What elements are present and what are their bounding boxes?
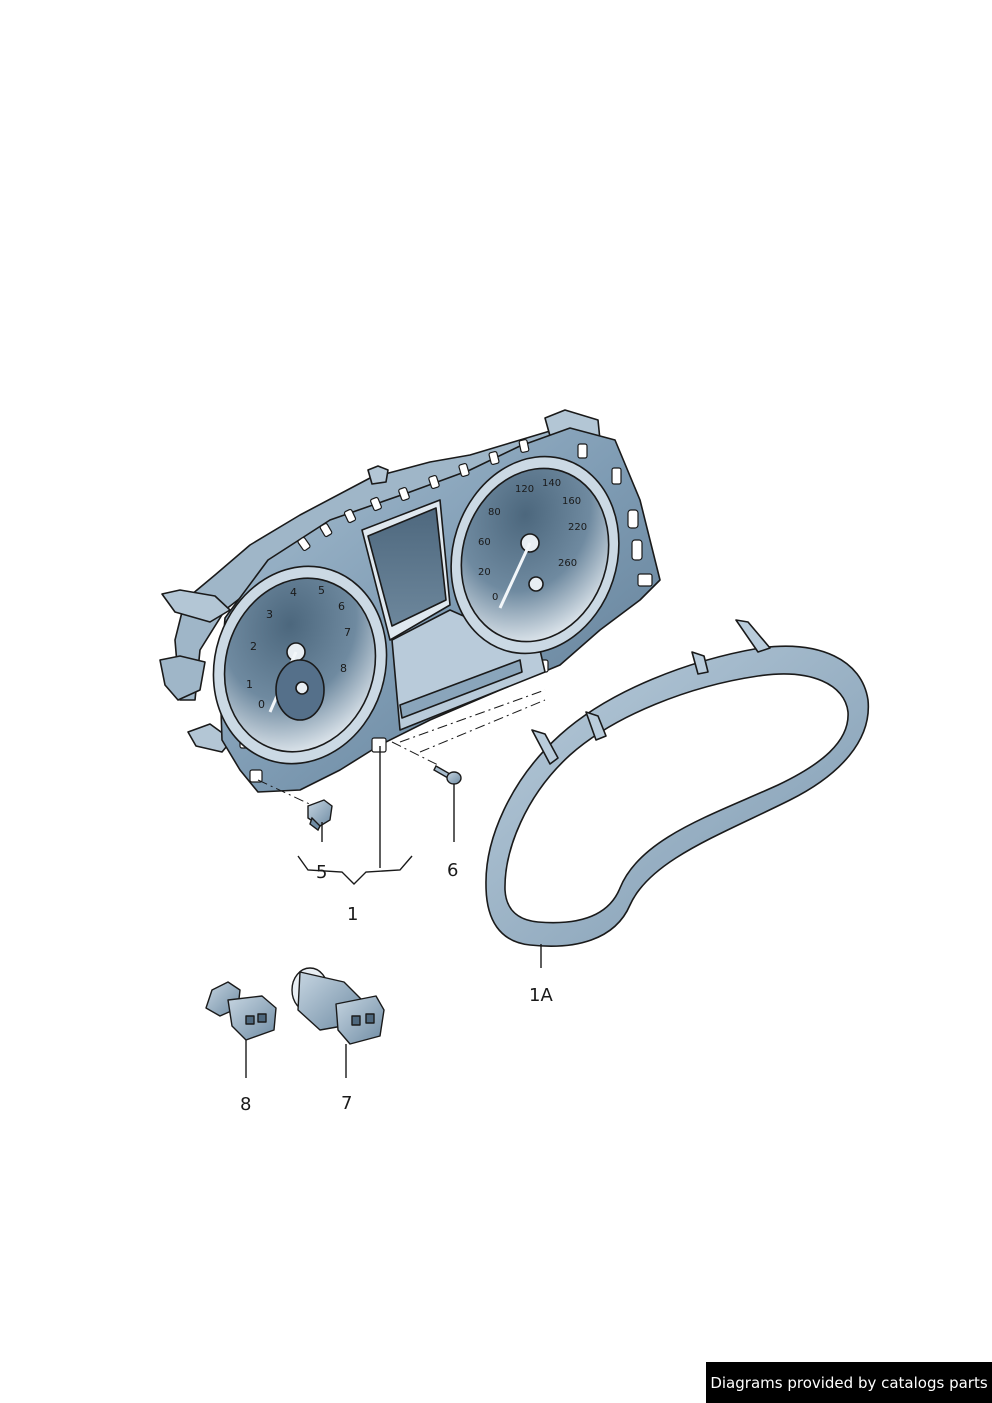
callout-5: 5 <box>316 862 328 883</box>
gasket-tab-4 <box>735 619 771 653</box>
leader-lines <box>245 746 542 1078</box>
svg-text:7: 7 <box>344 626 351 639</box>
svg-text:5: 5 <box>318 584 325 597</box>
speedometer-scale: 0 20 60 80 120 140 160 220 260 <box>478 478 587 603</box>
svg-text:8: 8 <box>340 662 347 675</box>
svg-text:160: 160 <box>562 496 581 507</box>
svg-text:120: 120 <box>515 484 534 495</box>
callout-1A: 1A <box>529 985 553 1006</box>
bracket-part-1 <box>297 855 413 885</box>
svg-text:0: 0 <box>258 698 265 711</box>
top-post <box>367 465 389 485</box>
sensor-part-7 <box>291 967 385 1045</box>
screw-part-6 <box>433 765 462 785</box>
sensor-part-8 <box>205 981 277 1041</box>
callout-7: 7 <box>341 1093 353 1114</box>
gasket-tab-1 <box>531 729 559 765</box>
left-lower-bracket <box>159 655 206 701</box>
speedometer-needle <box>498 542 532 609</box>
svg-text:220: 220 <box>568 522 587 533</box>
credit-banner: Diagrams provided by catalogs parts <box>706 1362 992 1403</box>
center-display <box>367 507 447 627</box>
svg-text:4: 4 <box>290 586 297 599</box>
svg-text:0: 0 <box>492 592 498 603</box>
right-dial-face <box>460 467 610 643</box>
fuel-gauge-hub <box>295 681 309 695</box>
gasket-ring-1A <box>485 619 870 948</box>
svg-text:20: 20 <box>478 567 491 578</box>
assembly-guide-lines <box>257 689 546 809</box>
svg-text:3: 3 <box>266 608 273 621</box>
svg-text:80: 80 <box>488 507 501 518</box>
svg-text:1: 1 <box>246 678 253 691</box>
svg-text:260: 260 <box>558 558 577 569</box>
svg-text:60: 60 <box>478 537 491 548</box>
svg-text:6: 6 <box>338 600 345 613</box>
gasket-inner <box>504 673 849 924</box>
gasket-tab-3 <box>691 651 709 675</box>
clip-part-5 <box>307 799 333 832</box>
callout-6: 6 <box>447 860 459 881</box>
tachometer-scale: 1 2 3 4 56 7 8 0 <box>246 584 351 711</box>
callout-1: 1 <box>347 904 359 925</box>
callout-8: 8 <box>240 1094 252 1115</box>
svg-text:2: 2 <box>250 640 257 653</box>
temp-gauge-hub <box>528 576 544 592</box>
button-strip <box>399 659 523 719</box>
gasket-tab-2 <box>585 711 607 741</box>
svg-text:140: 140 <box>542 478 561 489</box>
